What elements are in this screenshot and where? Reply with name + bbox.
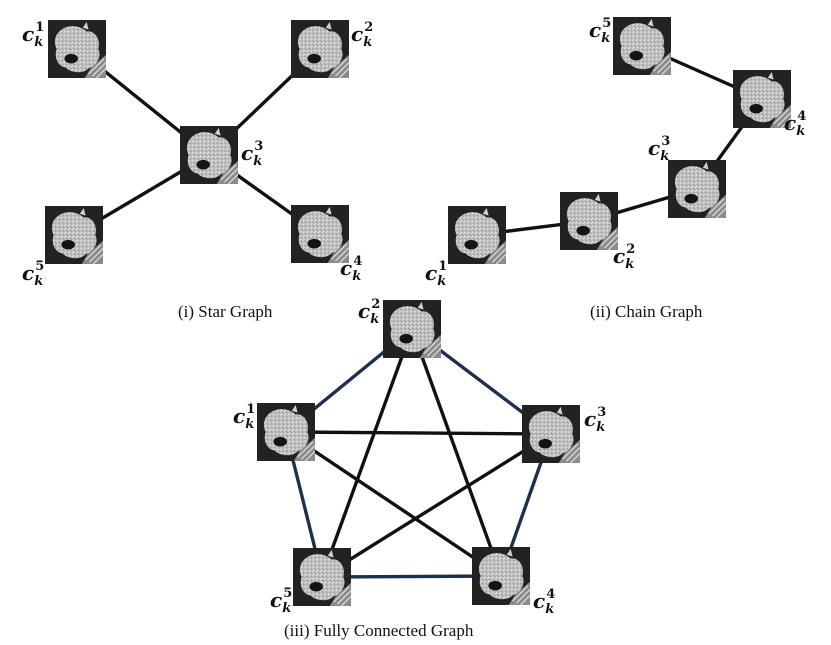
chain-graph-caption: (ii) Chain Graph bbox=[590, 302, 703, 321]
ct-nodule-patch-icon bbox=[448, 206, 506, 264]
ct-nodule-patch-icon bbox=[560, 192, 618, 250]
chain-node-1: ck1 bbox=[425, 206, 506, 289]
full-node-1-label: ck1 bbox=[233, 402, 255, 432]
star-graph-caption: (i) Star Graph bbox=[178, 302, 273, 321]
chain-node-3-label: ck3 bbox=[648, 134, 670, 164]
ct-nodule-patch-icon bbox=[180, 126, 238, 184]
star-node-1-label: ck1 bbox=[22, 20, 44, 50]
star-node-3-label: ck3 bbox=[241, 139, 263, 169]
full-node-2-label: ck2 bbox=[358, 297, 380, 327]
ct-nodule-patch-icon bbox=[291, 205, 349, 263]
star-node-2-label: ck2 bbox=[351, 20, 373, 50]
full-node-4: ck4 bbox=[472, 547, 555, 617]
chain-graph-nodes: ck1 ck2 ck3 ck4 ck5 bbox=[425, 16, 806, 289]
full-edge-3-5 bbox=[320, 432, 553, 579]
fully-connected-graph: ck1 ck2 ck3 ck4 ck5 (iii) Fully Connecte… bbox=[233, 297, 606, 640]
chain-graph: ck1 ck2 ck3 ck4 ck5 (ii) Chain Graph bbox=[425, 16, 806, 321]
star-node-2: ck2 bbox=[291, 20, 373, 78]
ct-nodule-patch-icon bbox=[291, 20, 349, 78]
star-node-3: ck3 bbox=[180, 126, 263, 184]
star-node-5-label: ck5 bbox=[22, 259, 44, 289]
full-edge-4-5 bbox=[320, 574, 503, 579]
ct-nodule-patch-icon bbox=[613, 17, 671, 75]
full-edge-1-3 bbox=[284, 430, 553, 436]
ct-nodule-patch-icon bbox=[257, 403, 315, 461]
full-node-5: ck5 bbox=[270, 548, 351, 616]
star-node-1: ck1 bbox=[22, 20, 106, 78]
ct-nodule-patch-icon bbox=[383, 300, 441, 358]
chain-node-2: ck2 bbox=[560, 192, 635, 272]
full-node-5-label: ck5 bbox=[270, 586, 292, 616]
star-node-4-label: ck4 bbox=[340, 254, 362, 284]
full-node-1: ck1 bbox=[233, 402, 315, 461]
ct-nodule-patch-icon bbox=[293, 548, 351, 606]
fully-connected-graph-caption: (iii) Fully Connected Graph bbox=[284, 621, 474, 640]
star-graph: ck1 ck2 ck3 ck4 ck5 (i) Star Graph bbox=[22, 20, 373, 321]
full-node-2: ck2 bbox=[358, 297, 441, 358]
full-node-4-label: ck4 bbox=[533, 587, 555, 617]
fully-connected-graph-edges bbox=[284, 327, 553, 579]
full-node-3: ck3 bbox=[522, 405, 606, 463]
full-edge-1-4 bbox=[284, 430, 503, 578]
star-node-5: ck5 bbox=[22, 206, 103, 289]
ct-nodule-patch-icon bbox=[48, 20, 106, 78]
ct-nodule-patch-icon bbox=[522, 405, 580, 463]
chain-node-4-label: ck4 bbox=[784, 109, 806, 139]
fully-connected-graph-nodes: ck1 ck2 ck3 ck4 ck5 bbox=[233, 297, 606, 617]
chain-node-5: ck5 bbox=[589, 16, 671, 75]
star-node-4: ck4 bbox=[291, 205, 362, 284]
chain-node-3: ck3 bbox=[648, 134, 726, 218]
ct-nodule-patch-icon bbox=[733, 70, 791, 128]
ct-nodule-patch-icon bbox=[472, 547, 530, 605]
ct-nodule-patch-icon bbox=[668, 160, 726, 218]
chain-node-5-label: ck5 bbox=[589, 16, 611, 46]
full-edge-2-5 bbox=[320, 327, 414, 579]
full-edge-2-4 bbox=[410, 327, 503, 578]
full-node-3-label: ck3 bbox=[584, 405, 606, 435]
chain-node-1-label: ck1 bbox=[425, 259, 447, 289]
star-graph-nodes: ck1 ck2 ck3 ck4 ck5 bbox=[22, 20, 373, 289]
chain-node-2-label: ck2 bbox=[613, 242, 635, 272]
chain-node-4: ck4 bbox=[733, 70, 806, 139]
ct-nodule-patch-icon bbox=[45, 206, 103, 264]
